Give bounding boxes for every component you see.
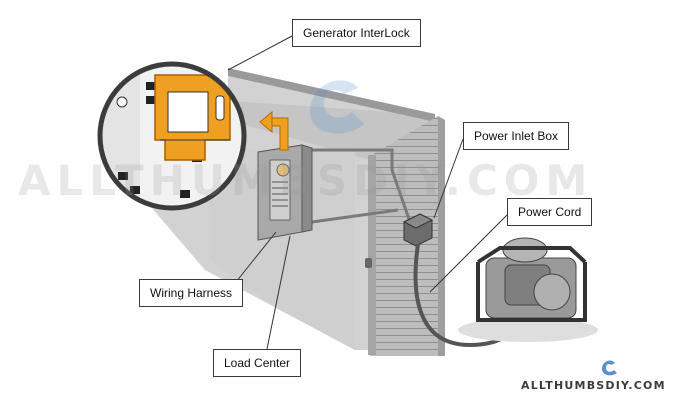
power-inlet-box [402, 213, 434, 247]
footer-watermark-text: ALLTHUMBSDIY.COM [521, 379, 666, 392]
label-power-cord: Power Cord [507, 198, 593, 226]
leader-lines [227, 35, 508, 350]
label-power-inlet-box: Power Inlet Box [463, 122, 570, 150]
watermark-text: ALLTHUMBSDIY.COM [18, 156, 594, 205]
label-wiring-harness: Wiring Harness [139, 279, 244, 307]
interlock-pointer-arrow [259, 110, 289, 151]
label-load-center: Load Center [213, 349, 302, 377]
watermark-logo [310, 80, 364, 134]
label-generator-interlock: Generator InterLock [292, 19, 421, 47]
generator [458, 237, 598, 342]
footer-logo-icon [602, 360, 617, 376]
interlock-zoom-circle [97, 61, 247, 211]
